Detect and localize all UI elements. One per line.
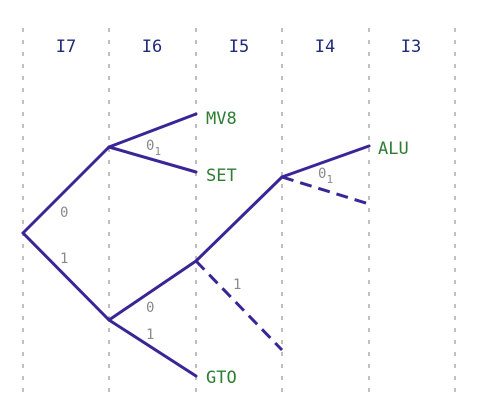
leaf-label-set: SET <box>206 166 237 186</box>
column-headers: I7 I6 I5 I4 I3 <box>56 37 421 57</box>
leaf-label-mv8: MV8 <box>206 109 237 129</box>
column-label-i5: I5 <box>229 37 249 57</box>
tree-edges <box>21 112 371 378</box>
edge-root-to-lower <box>21 231 111 322</box>
edge-i5-dashed <box>194 259 284 352</box>
edge-to-mv8 <box>107 112 198 149</box>
edge-to-set <box>107 145 198 174</box>
edge-root-to-upper <box>21 145 111 235</box>
column-label-i7: I7 <box>56 37 76 57</box>
bit-label-root-lower: 1 <box>60 251 68 267</box>
bit-label-lower-upper: 0 <box>146 300 154 316</box>
bit-label-i4-node: 01 <box>318 166 333 186</box>
bit-label-i5-dashed: 1 <box>233 277 241 293</box>
leaf-label-gto: GTO <box>206 368 237 388</box>
edge-to-gto <box>107 318 198 378</box>
edge-i4-dashed <box>281 175 370 206</box>
edge-i5-to-i4-node <box>194 175 284 263</box>
column-label-i3: I3 <box>401 37 421 57</box>
column-grid <box>22 28 456 400</box>
bit-label-upper-node: 01 <box>146 138 161 158</box>
branch-bit-labels: 0 1 01 01 0 1 1 <box>60 138 333 343</box>
column-label-i4: I4 <box>315 37 335 57</box>
column-label-i6: I6 <box>142 37 162 57</box>
bit-label-lower-lower: 1 <box>146 327 154 343</box>
bit-label-root-upper: 0 <box>60 205 68 221</box>
edge-lower-to-i5-node <box>107 259 198 322</box>
edge-to-alu <box>280 144 371 179</box>
leaf-label-alu: ALU <box>378 139 409 159</box>
leaf-labels: MV8 SET ALU GTO <box>206 109 409 388</box>
